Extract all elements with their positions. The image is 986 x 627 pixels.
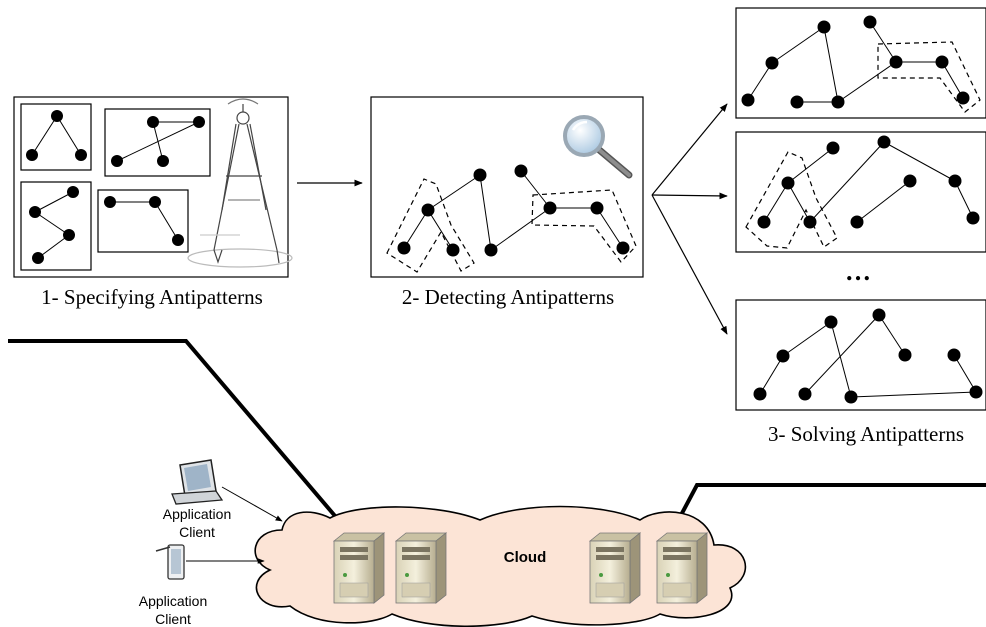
solutions-ellipsis: … <box>845 257 871 286</box>
magnifying-glass-icon <box>563 115 633 179</box>
server-tower-icon <box>394 532 448 604</box>
step1-label: 1- Specifying Antipatterns <box>41 285 263 309</box>
laptop-to-cloud-arrow <box>221 486 283 522</box>
tablet-icon <box>155 544 185 580</box>
solution-panel-2 <box>735 131 986 253</box>
detecting-panel <box>370 96 644 278</box>
server-tower-icon <box>655 532 709 604</box>
drawing-compass-icon <box>187 98 293 268</box>
laptop-client-label-line2: Client <box>179 524 215 540</box>
arrows-detect-to-solve <box>651 103 728 335</box>
laptop-icon <box>171 459 224 505</box>
callout-line-left <box>8 339 343 525</box>
server-tower-icon <box>332 532 386 604</box>
pattern-box-triangle <box>20 103 92 171</box>
server-tower-icon <box>588 532 642 604</box>
solution-panel-n <box>735 299 986 411</box>
cloud-label: Cloud <box>504 549 547 566</box>
pattern-box-zigzag <box>20 181 92 271</box>
step3-label: 3- Solving Antipatterns <box>768 422 964 446</box>
specifying-panel <box>13 96 293 278</box>
detected-antipattern-region <box>531 189 637 263</box>
pattern-box-hook <box>97 189 189 253</box>
laptop-client-label-line1: Application <box>163 506 232 522</box>
detected-antipattern-region <box>386 178 475 273</box>
callout-line-right <box>678 483 986 518</box>
solution-panel-1 <box>735 7 986 119</box>
pattern-box-cross <box>104 108 211 177</box>
step2-label: 2- Detecting Antipatterns <box>402 285 614 309</box>
tablet-client-label-line1: Application <box>139 593 208 609</box>
tablet-client-label-line2: Client <box>155 611 191 627</box>
